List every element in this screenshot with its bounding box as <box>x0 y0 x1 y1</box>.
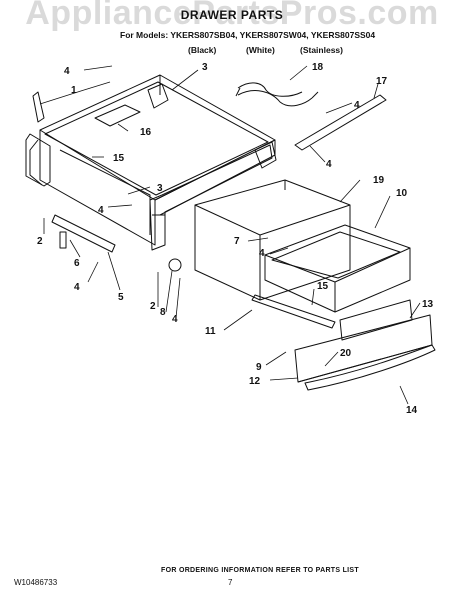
callout-2: 2 <box>37 236 43 247</box>
callout-13: 13 <box>422 299 434 310</box>
leader-lines <box>39 65 421 405</box>
callout-18: 18 <box>312 62 324 73</box>
vent-plate <box>94 104 141 127</box>
right-rail <box>149 144 273 251</box>
drawer-handle <box>304 344 436 391</box>
callout-17: 17 <box>376 76 388 87</box>
callout-1: 1 <box>71 85 77 96</box>
drawer-front <box>294 314 433 383</box>
front-inner-panel <box>339 299 413 341</box>
drawer-slide <box>251 294 336 329</box>
glide-rail <box>51 214 116 253</box>
callout-8: 8 <box>160 307 166 318</box>
support-frame <box>29 74 277 246</box>
left-rail-upper <box>25 91 51 187</box>
callout-4: 4 <box>74 282 80 293</box>
callout-10: 10 <box>396 188 408 199</box>
callout-4: 4 <box>354 100 360 111</box>
line-art <box>25 65 436 405</box>
callout-20: 20 <box>340 348 352 359</box>
callout-15: 15 <box>113 153 125 164</box>
leveling-leg <box>59 231 67 249</box>
callout-14: 14 <box>406 405 418 416</box>
slide-rail <box>294 94 387 151</box>
document-number: W10486733 <box>14 578 58 587</box>
callout-12: 12 <box>249 376 261 387</box>
variant-white: (White) <box>246 45 275 55</box>
page-number: 7 <box>228 578 233 587</box>
callout-5: 5 <box>118 292 124 303</box>
callout-16: 16 <box>140 127 152 138</box>
callout-11: 11 <box>205 326 216 337</box>
heating-element <box>235 82 319 107</box>
variant-stainless: (Stainless) <box>300 45 343 55</box>
callout-4: 4 <box>98 205 104 216</box>
ordering-note: FOR ORDERING INFORMATION REFER TO PARTS … <box>161 567 359 574</box>
callout-4: 4 <box>259 248 265 259</box>
callout-19: 19 <box>373 175 385 186</box>
callout-3: 3 <box>202 62 208 73</box>
roller <box>168 258 182 272</box>
callout-3: 3 <box>157 183 163 194</box>
variant-black: (Black) <box>188 45 217 55</box>
callout-15: 15 <box>317 281 329 292</box>
callout-4: 4 <box>64 66 70 77</box>
callout-4: 4 <box>172 314 178 325</box>
page-title: DRAWER PARTS <box>180 8 284 22</box>
callout-2: 2 <box>150 301 156 312</box>
drawer-body <box>264 224 411 313</box>
callout-6: 6 <box>74 258 80 269</box>
model-numbers: For Models: YKERS807SB04, YKERS807SW04, … <box>120 30 376 40</box>
callout-7: 7 <box>234 236 240 247</box>
callout-9: 9 <box>256 362 262 373</box>
callout-4: 4 <box>326 159 332 170</box>
